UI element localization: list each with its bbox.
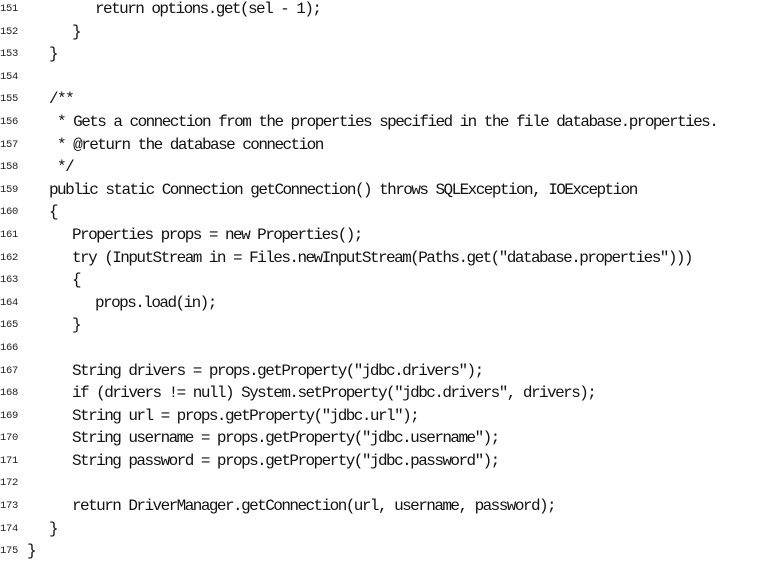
- code-line: 171 String password = props.getProperty("…: [0, 450, 771, 473]
- code-text: String username = props.getProperty("jdb…: [72, 429, 500, 448]
- code-line: 172: [0, 472, 771, 495]
- code-text: String url = props.getProperty("jdbc.url…: [72, 406, 420, 425]
- code-line: 168 if (drivers != null) System.setProper…: [0, 382, 771, 405]
- code-line: 157 * @return the database connection: [0, 134, 771, 157]
- code-line: 153}: [0, 43, 771, 66]
- line-number: 161: [0, 228, 19, 241]
- code-text: Properties props = new Properties();: [72, 225, 363, 244]
- line-number: 164: [0, 296, 19, 309]
- line-number: 166: [0, 341, 19, 354]
- code-text: public static Connection getConnection()…: [49, 180, 638, 199]
- code-text: }: [49, 45, 59, 64]
- line-number: 170: [0, 432, 19, 445]
- line-number: 163: [0, 274, 19, 287]
- code-line: 158 */: [0, 156, 771, 179]
- line-number: 169: [0, 409, 19, 422]
- code-text: return DriverManager.getConnection(url, …: [72, 497, 557, 516]
- code-text: props.load(in);: [95, 293, 217, 312]
- code-text: }: [72, 316, 82, 335]
- code-line: 160 {: [0, 201, 771, 224]
- code-line: 166: [0, 337, 771, 360]
- code-text: * @return the database connection: [49, 135, 324, 154]
- code-line: 161 Properties props = new Properties();: [0, 224, 771, 247]
- code-text: return options.get(sel - 1);: [95, 0, 322, 18]
- code-text: String password = props.getProperty("jdb…: [72, 451, 500, 470]
- code-line: 164 props.load(in);: [0, 292, 771, 315]
- code-line: 152}: [0, 21, 771, 44]
- line-number: 159: [0, 183, 19, 196]
- code-line: 155 /**: [0, 88, 771, 111]
- code-text: if (drivers != null) System.setProperty(…: [72, 384, 597, 403]
- line-number: 162: [0, 251, 19, 264]
- code-line: 173 return DriverManager.getConnection(ur…: [0, 495, 771, 518]
- code-line: 167 String drivers = props.getProperty("j…: [0, 360, 771, 383]
- line-number: 160: [0, 206, 19, 219]
- code-line: 162 try (InputStream in = Files.newInputS…: [0, 247, 771, 270]
- line-number: 156: [0, 115, 19, 128]
- line-number: 155: [0, 93, 19, 106]
- code-line: 151 return options.get(sel - 1);: [0, 0, 771, 21]
- code-text: String drivers = props.getProperty("jdbc…: [72, 361, 484, 380]
- line-number: 157: [0, 138, 19, 151]
- code-text: {: [72, 271, 82, 290]
- line-number: 151: [0, 3, 19, 15]
- code-line: 163 {: [0, 269, 771, 292]
- code-line: 169 String url = props.getProperty("jdbc.…: [0, 405, 771, 428]
- code-text: * Gets a connection from the properties …: [49, 112, 719, 131]
- code-text: */: [49, 158, 75, 177]
- line-number: 175: [0, 545, 19, 558]
- line-number: 154: [0, 70, 19, 83]
- code-line: 175}: [0, 540, 771, 563]
- code-text: {: [49, 203, 59, 222]
- line-number: 171: [0, 454, 19, 467]
- line-number: 158: [0, 161, 19, 174]
- code-line: 156 * Gets a connection from the propert…: [0, 111, 771, 134]
- line-number: 167: [0, 364, 19, 377]
- code-line: 170 String username = props.getProperty("…: [0, 427, 771, 450]
- line-number: 153: [0, 48, 19, 61]
- code-line: 154: [0, 66, 771, 89]
- line-number: 174: [0, 522, 19, 535]
- code-text: try (InputStream in = Files.newInputStre…: [72, 248, 694, 267]
- code-text: /**: [49, 90, 75, 109]
- code-line: 159 public static Connection getConnectio…: [0, 179, 771, 202]
- code-text: }: [27, 542, 37, 561]
- code-line: 174}: [0, 518, 771, 541]
- line-number: 165: [0, 319, 19, 332]
- code-text: }: [49, 519, 59, 538]
- line-number: 152: [0, 25, 19, 38]
- line-number: 172: [0, 477, 19, 490]
- code-text: }: [72, 22, 82, 41]
- line-number: 168: [0, 387, 19, 400]
- code-line: 165}: [0, 314, 771, 337]
- line-number: 173: [0, 500, 19, 513]
